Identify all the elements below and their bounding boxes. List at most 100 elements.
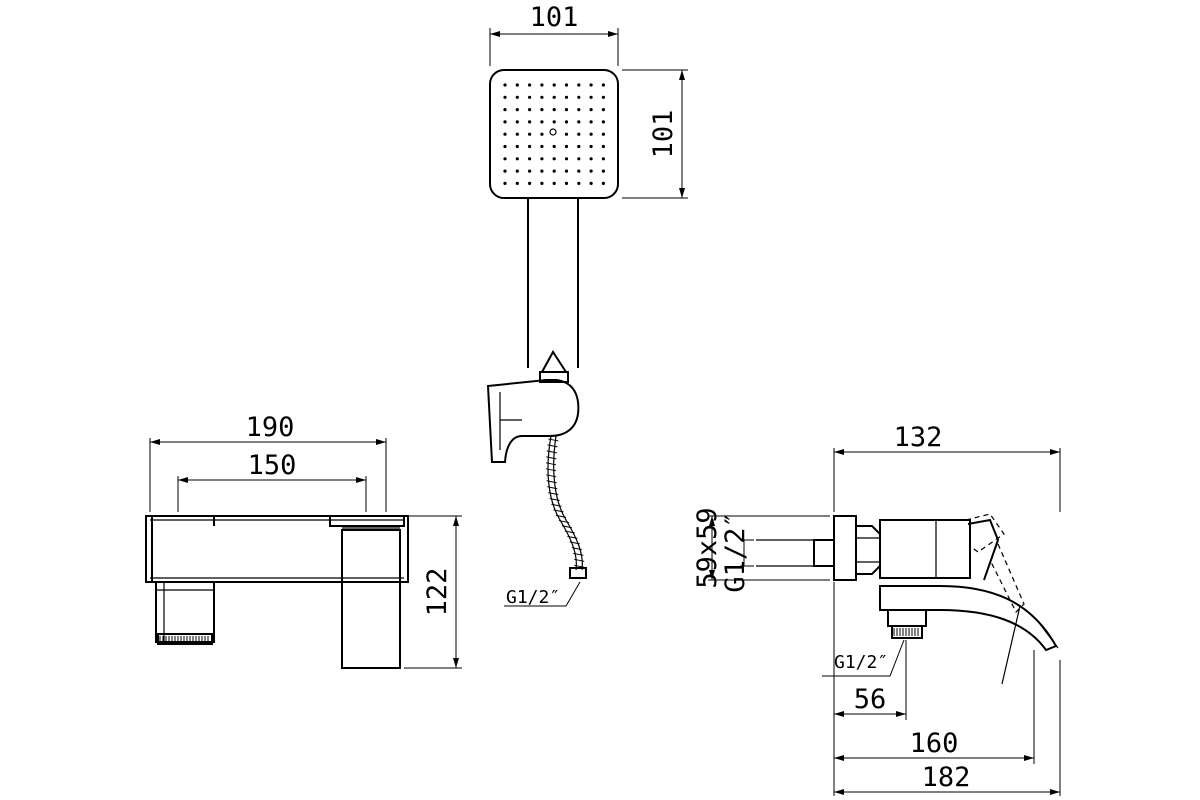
dim-line-182 bbox=[834, 660, 1061, 796]
nozzle-dot bbox=[601, 181, 606, 185]
dim-arrow bbox=[709, 570, 715, 580]
shower-handle bbox=[527, 198, 579, 368]
nozzle-dot bbox=[515, 120, 519, 124]
mixer-front-view: 190 150 122 bbox=[145, 412, 462, 669]
nozzle-dot bbox=[601, 120, 606, 124]
dim-line-122 bbox=[404, 515, 462, 669]
dim-line-head-width bbox=[489, 28, 619, 66]
nozzle-dot bbox=[552, 108, 556, 112]
mixer-side-view: 132 59x59 G1/2″ G1/2″ 56 160 182 bbox=[692, 422, 1061, 796]
nozzle-dot bbox=[528, 169, 532, 173]
side-hex-nut-lines bbox=[856, 537, 880, 563]
nozzle-dot bbox=[564, 169, 569, 173]
hose-ridge bbox=[558, 520, 570, 524]
outlet-thread bbox=[157, 633, 213, 645]
dim-arrow bbox=[453, 516, 459, 526]
nozzle-dot bbox=[540, 120, 544, 124]
nozzle-dot bbox=[528, 95, 532, 99]
nozzle-dot bbox=[503, 120, 507, 124]
nozzle-dot bbox=[601, 157, 606, 161]
nozzle-dot bbox=[503, 169, 507, 173]
hose-ridge bbox=[546, 450, 557, 454]
nozzle-dot bbox=[589, 181, 593, 185]
nozzle-dot bbox=[503, 108, 507, 112]
hose-ridge bbox=[551, 503, 562, 507]
nozzle-dot bbox=[515, 181, 519, 185]
dim-arrow bbox=[1050, 449, 1060, 455]
dim-arrow bbox=[150, 439, 160, 445]
handle-cone bbox=[540, 350, 568, 373]
nozzle-dot bbox=[540, 95, 544, 99]
nozzle-dot bbox=[564, 132, 569, 136]
dim-arrow bbox=[1050, 789, 1060, 795]
nozzle-dot bbox=[540, 157, 544, 161]
dim-arrow bbox=[1024, 755, 1034, 761]
wall-bracket bbox=[486, 379, 580, 463]
hose-ridge bbox=[548, 492, 559, 496]
nozzle-dot bbox=[589, 157, 593, 161]
hose-ridge bbox=[561, 525, 573, 529]
nozzle-dot bbox=[503, 132, 507, 136]
wall-bracket-detail bbox=[499, 392, 522, 450]
nozzle-dot bbox=[564, 95, 569, 99]
nozzle-dot bbox=[577, 132, 581, 136]
nozzle-dot bbox=[577, 181, 581, 185]
nozzle-dot bbox=[589, 95, 593, 99]
side-spout bbox=[879, 585, 1058, 652]
nozzle-dot bbox=[528, 83, 532, 87]
dim-arrow bbox=[679, 188, 685, 198]
nozzle-dot bbox=[577, 95, 581, 99]
nozzle-dot bbox=[589, 132, 593, 136]
dim-mixer-height: 122 bbox=[422, 568, 453, 617]
side-flange-pipe-lines bbox=[756, 539, 814, 567]
side-lever-line bbox=[1001, 605, 1021, 685]
dim-arrow bbox=[608, 31, 618, 37]
nozzle-dot bbox=[577, 169, 581, 173]
dim-line-150 bbox=[177, 476, 367, 512]
nozzle-dot bbox=[540, 83, 544, 87]
nozzle-dot bbox=[577, 83, 581, 87]
dim-total-depth: 182 bbox=[922, 762, 971, 793]
nozzle-dot bbox=[601, 83, 606, 87]
nozzle-dot bbox=[601, 169, 606, 173]
hose-ridge bbox=[567, 535, 578, 539]
spout-thread-leader bbox=[822, 639, 905, 677]
shower-head-outline bbox=[489, 69, 619, 199]
dim-line-head-height bbox=[622, 69, 688, 199]
nozzle-dot bbox=[589, 108, 593, 112]
mixer-right-cap bbox=[329, 516, 405, 527]
mixer-left-cap bbox=[145, 515, 215, 582]
nozzle-dot bbox=[540, 132, 544, 136]
nozzle-dot bbox=[589, 169, 593, 173]
nozzle-dot bbox=[528, 144, 532, 149]
nozzle-dot bbox=[515, 108, 519, 112]
dim-line-132 bbox=[833, 448, 1061, 512]
nozzle-dot bbox=[552, 144, 556, 149]
nozzle-dot bbox=[528, 120, 532, 124]
dim-flange-size: 59x59 bbox=[692, 507, 723, 588]
side-hex-nut bbox=[855, 525, 881, 575]
dim-mixer-outer: 190 bbox=[246, 412, 295, 443]
hose-ridge bbox=[553, 509, 564, 513]
dim-arrow bbox=[178, 477, 188, 483]
side-outlet-thread-hatching bbox=[893, 628, 919, 636]
shower-center-nozzle bbox=[549, 128, 557, 136]
hose-ridge bbox=[546, 456, 557, 460]
nozzle-dot bbox=[552, 181, 556, 185]
nozzle-dot bbox=[564, 83, 569, 87]
hose-ridge bbox=[555, 514, 567, 518]
nozzle-dot bbox=[577, 157, 581, 161]
hose-ridge bbox=[569, 541, 580, 545]
nozzle-dot bbox=[503, 83, 507, 87]
hose-ridge bbox=[571, 547, 582, 551]
hose-ridge bbox=[545, 468, 557, 472]
dim-arrow bbox=[834, 449, 844, 455]
nozzle-dot bbox=[601, 132, 606, 136]
dim-arrow bbox=[490, 31, 500, 37]
hose-ridge bbox=[574, 564, 585, 568]
outlet-thread-hatching bbox=[159, 636, 209, 642]
dim-line-flange-thread bbox=[740, 539, 754, 567]
dim-line-190 bbox=[149, 438, 387, 512]
nozzle-dot bbox=[515, 83, 519, 87]
